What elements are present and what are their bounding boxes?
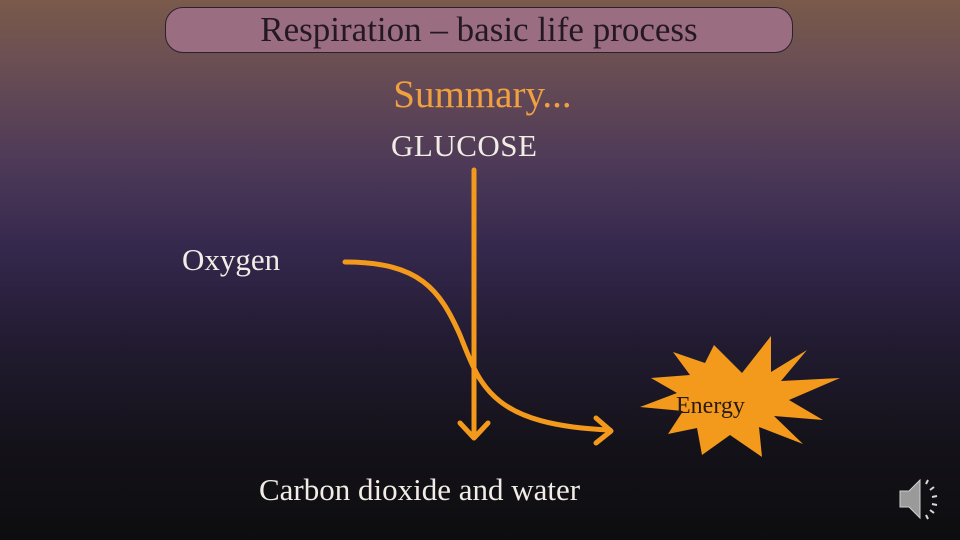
oxygen-arrow [342,259,614,446]
energy-starburst [640,336,840,457]
summary-heading: Summary... [393,73,572,116]
oxygen-label: Oxygen [182,242,281,277]
energy-label: Energy [676,393,745,419]
speaker-icon[interactable] [896,474,946,529]
glucose-arrow [457,167,491,441]
slide-title: Respiration – basic life process [260,10,698,49]
title-banner: Respiration – basic life process [165,7,793,53]
products-label: Carbon dioxide and water [259,472,581,507]
glucose-label: GLUCOSE [391,128,538,163]
